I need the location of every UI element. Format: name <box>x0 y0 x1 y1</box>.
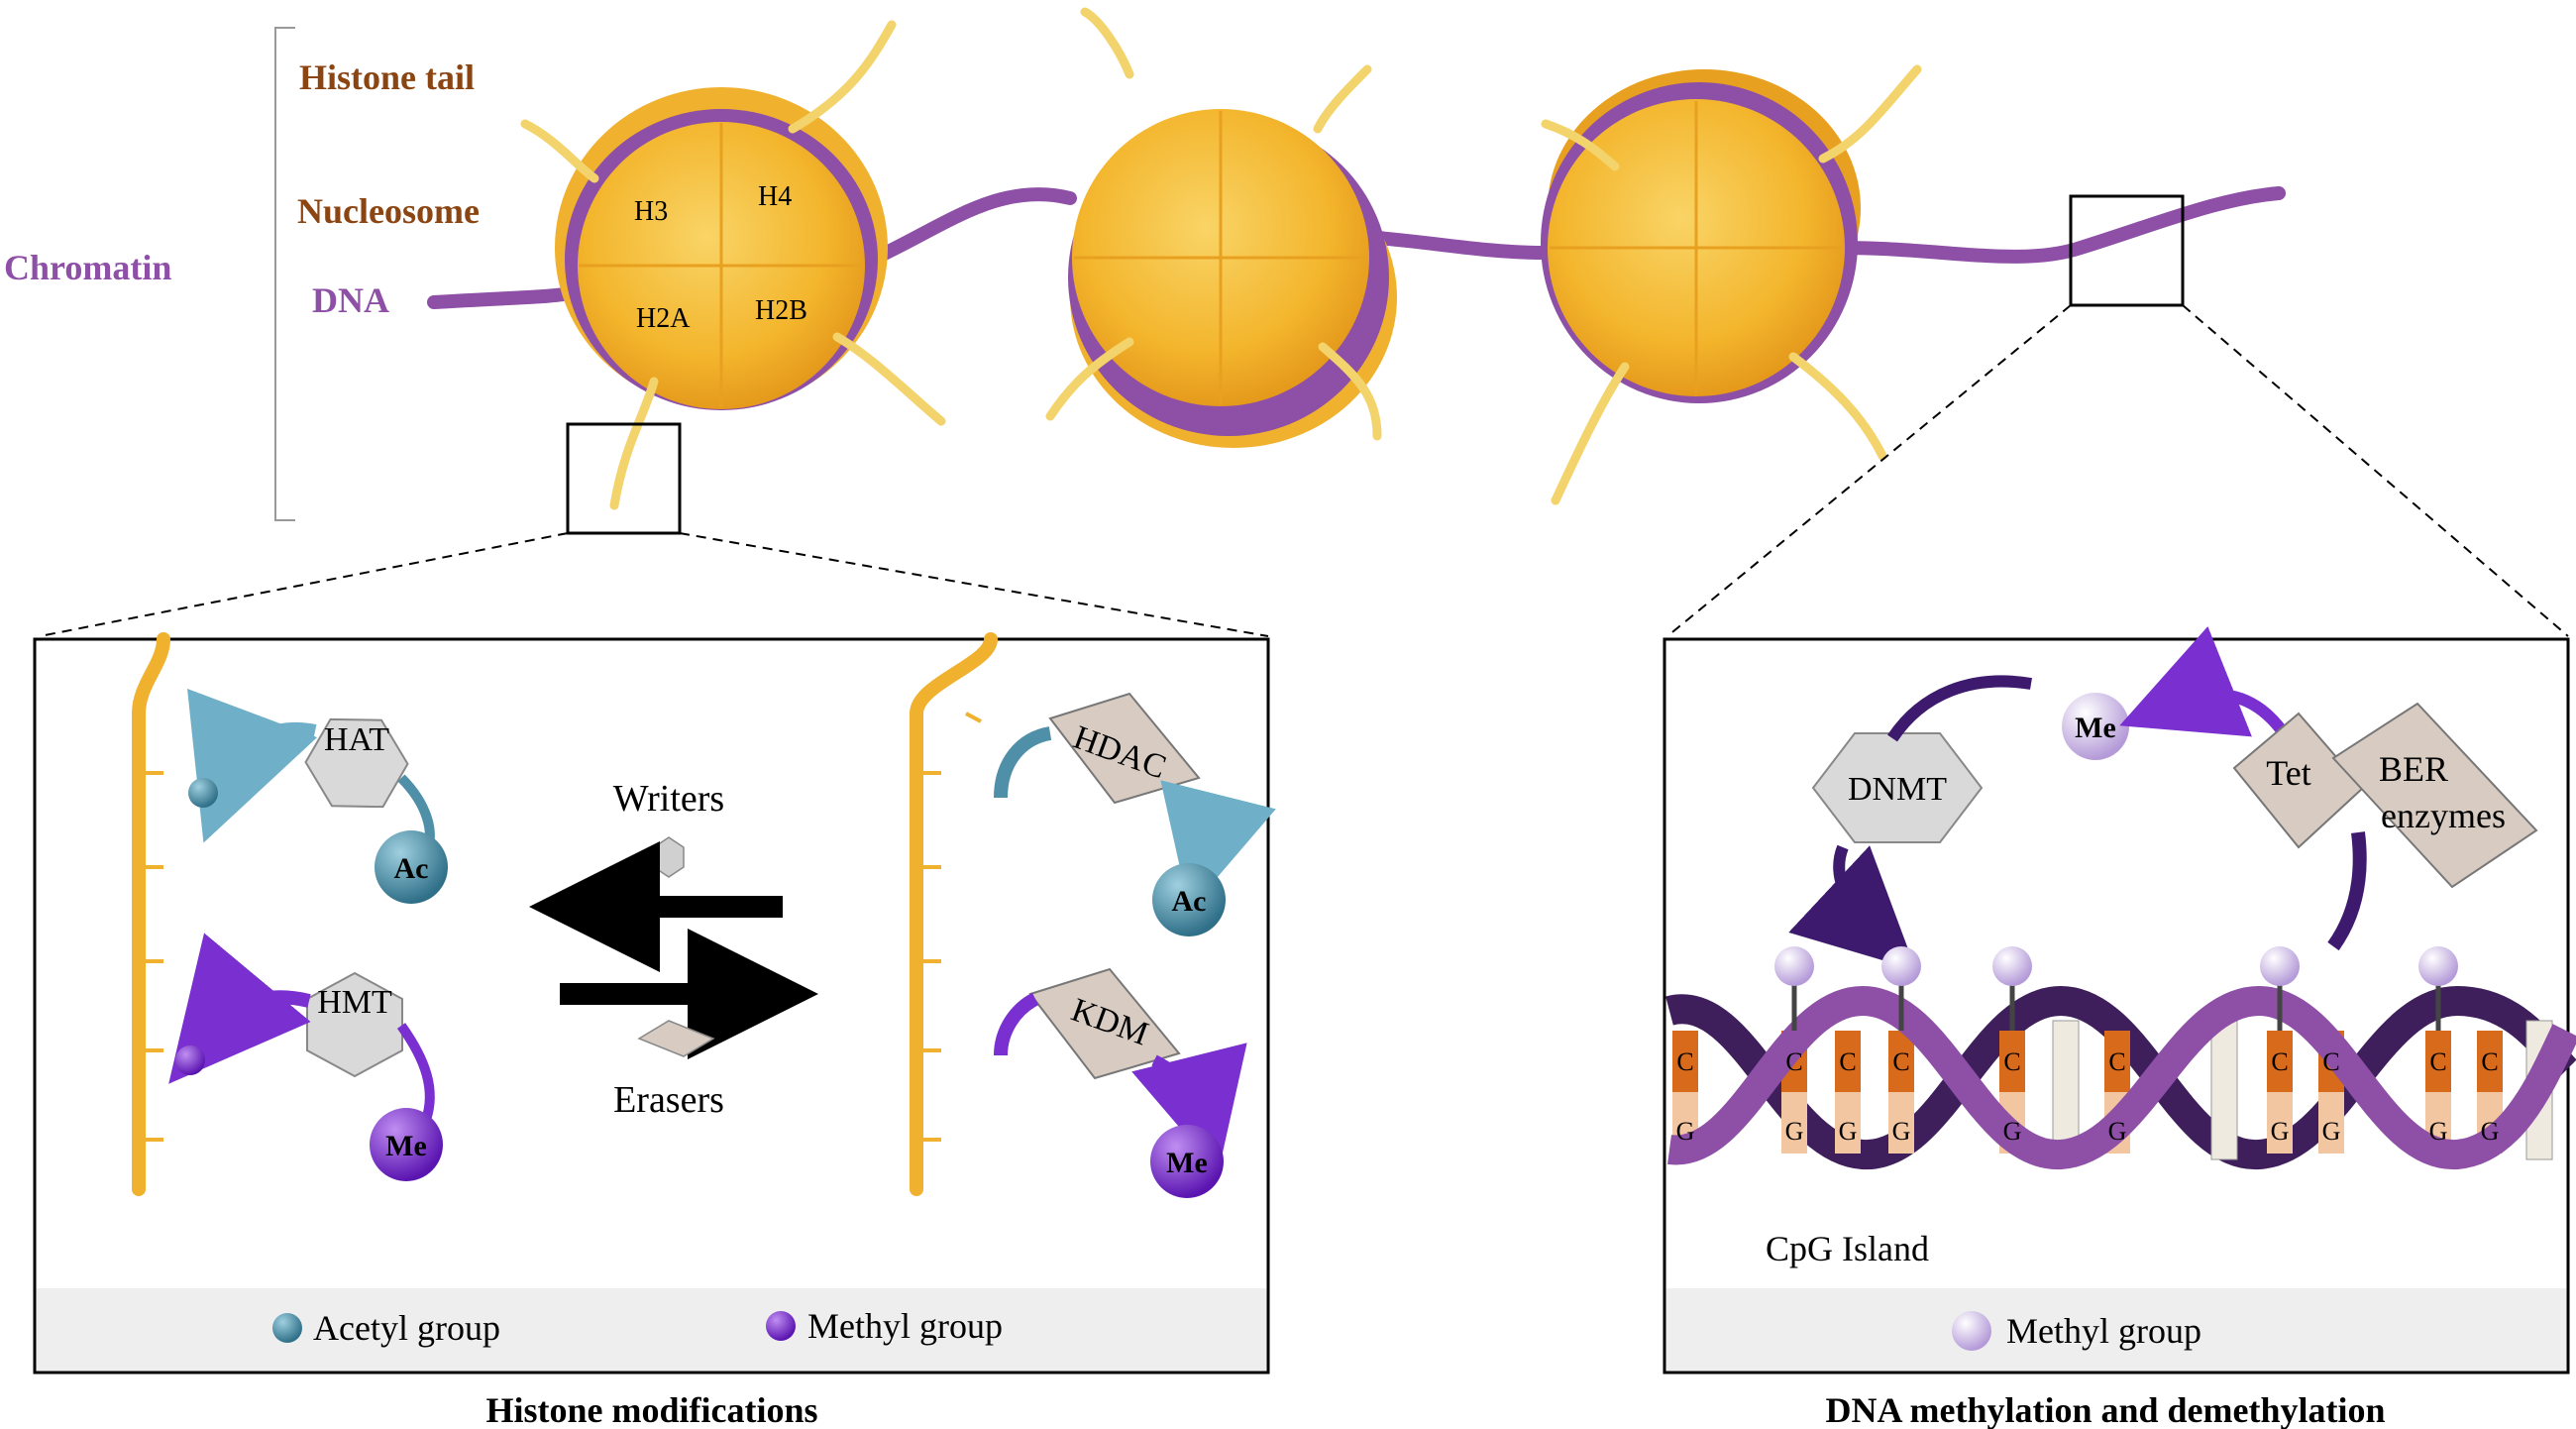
dnmt-enzyme-icon <box>1811 732 1984 843</box>
dna-panel-title: DNA methylation and demethylation <box>1825 1390 2385 1429</box>
nucleosome-1: H3 H4 H2A H2B <box>520 20 946 510</box>
h2b-label: H2B <box>755 295 807 326</box>
legend-methyl-icon <box>766 1311 796 1341</box>
ber-enzyme-icon <box>2331 702 2538 889</box>
h2a-label: H2A <box>636 303 691 334</box>
base-g-5: G <box>2003 1117 2022 1146</box>
ac-ball-icon <box>375 830 448 904</box>
tet-label: Tet <box>2266 753 2310 793</box>
base-g-1: G <box>1676 1117 1695 1146</box>
hdac-enzyme-icon <box>1048 692 1201 805</box>
me-light-ball-icon <box>2062 693 2129 760</box>
zoom-box-dna <box>2069 194 2185 307</box>
histone-panel: HAT Ac HMT Me Writers Erasers HDAC Ac <box>33 632 1276 1374</box>
me-ball-right-icon <box>1150 1125 1224 1198</box>
zoom-connector-histone <box>39 532 1269 637</box>
chromatin-bracket <box>274 27 295 521</box>
legend-acetyl-icon <box>272 1313 302 1343</box>
base-c-3: C <box>1839 1047 1856 1076</box>
base-c-4: C <box>1892 1047 1909 1076</box>
acetyl-dot-icon <box>188 778 218 808</box>
base-g-10: G <box>2481 1117 2500 1146</box>
base-g-7: G <box>2271 1117 2290 1146</box>
base-letters: C G C G C G C G C G C G C G C G C G C G <box>1676 1047 2500 1146</box>
writers-label: Writers <box>613 778 724 820</box>
base-c-6: C <box>2108 1047 2125 1076</box>
legend-methyl-light-icon <box>1952 1311 1991 1351</box>
ber-label-line2: enzymes <box>2381 796 2506 835</box>
base-g-8: G <box>2322 1117 2341 1146</box>
dna-legend-methyl-label: Methyl group <box>2006 1311 2201 1351</box>
nucleosome-label: Nucleosome <box>297 191 480 231</box>
histone-tail-label: Histone tail <box>299 57 475 97</box>
methyl-lollipops <box>1774 946 2458 1031</box>
base-g-2: G <box>1785 1117 1804 1146</box>
histone-panel-title: Histone modifications <box>485 1390 817 1429</box>
dna-label: DNA <box>312 280 389 320</box>
hmt-label: HMT <box>317 984 392 1021</box>
base-g-9: G <box>2429 1117 2448 1146</box>
chromatin-label: Chromatin <box>4 248 171 287</box>
erasers-label: Erasers <box>613 1079 724 1121</box>
me-ball-icon <box>370 1108 443 1181</box>
dna-backbone-front <box>1667 985 2576 1169</box>
legend-methyl-label: Methyl group <box>807 1306 1003 1346</box>
dna-backbone-dark <box>1665 985 2576 1169</box>
base-g-4: G <box>1892 1117 1911 1146</box>
zoom-connector-dna <box>1666 304 2569 637</box>
dna-panel: DNMT Me Tet BER enzymes <box>1663 626 2576 1374</box>
dna-linker <box>427 186 2286 309</box>
ber-label-line1: BER <box>2379 749 2448 789</box>
base-g-3: G <box>1839 1117 1858 1146</box>
ac-right-label: Ac <box>1172 885 1207 918</box>
dnmt-label: DNMT <box>1848 771 1947 808</box>
me-label: Me <box>385 1130 427 1162</box>
base-c-8: C <box>2322 1047 2339 1076</box>
base-c-1: C <box>1676 1047 1693 1076</box>
legend-acetyl-label: Acetyl group <box>313 1308 500 1348</box>
base-c-9: C <box>2429 1047 2446 1076</box>
h3-label: H3 <box>634 196 668 227</box>
base-c-2: C <box>1785 1047 1802 1076</box>
cpg-island-label: CpG Island <box>1766 1229 1929 1268</box>
methyl-dot-icon <box>175 1045 205 1075</box>
hat-label: HAT <box>324 721 389 758</box>
base-g-6: G <box>2108 1117 2127 1146</box>
zoom-box-histone <box>566 422 682 535</box>
base-c-5: C <box>2003 1047 2020 1076</box>
ac-label: Ac <box>394 852 429 885</box>
nucleosome-2 <box>1045 7 1397 448</box>
eraser-diamond-icon <box>637 1020 715 1057</box>
h4-label: H4 <box>758 181 792 212</box>
ac-ball-right-icon <box>1152 863 1226 936</box>
nucleosome-3 <box>1541 64 1922 505</box>
base-c-7: C <box>2271 1047 2288 1076</box>
me-right-label: Me <box>1166 1147 1208 1179</box>
base-c-10: C <box>2481 1047 2498 1076</box>
dna-me-label: Me <box>2075 712 2116 744</box>
